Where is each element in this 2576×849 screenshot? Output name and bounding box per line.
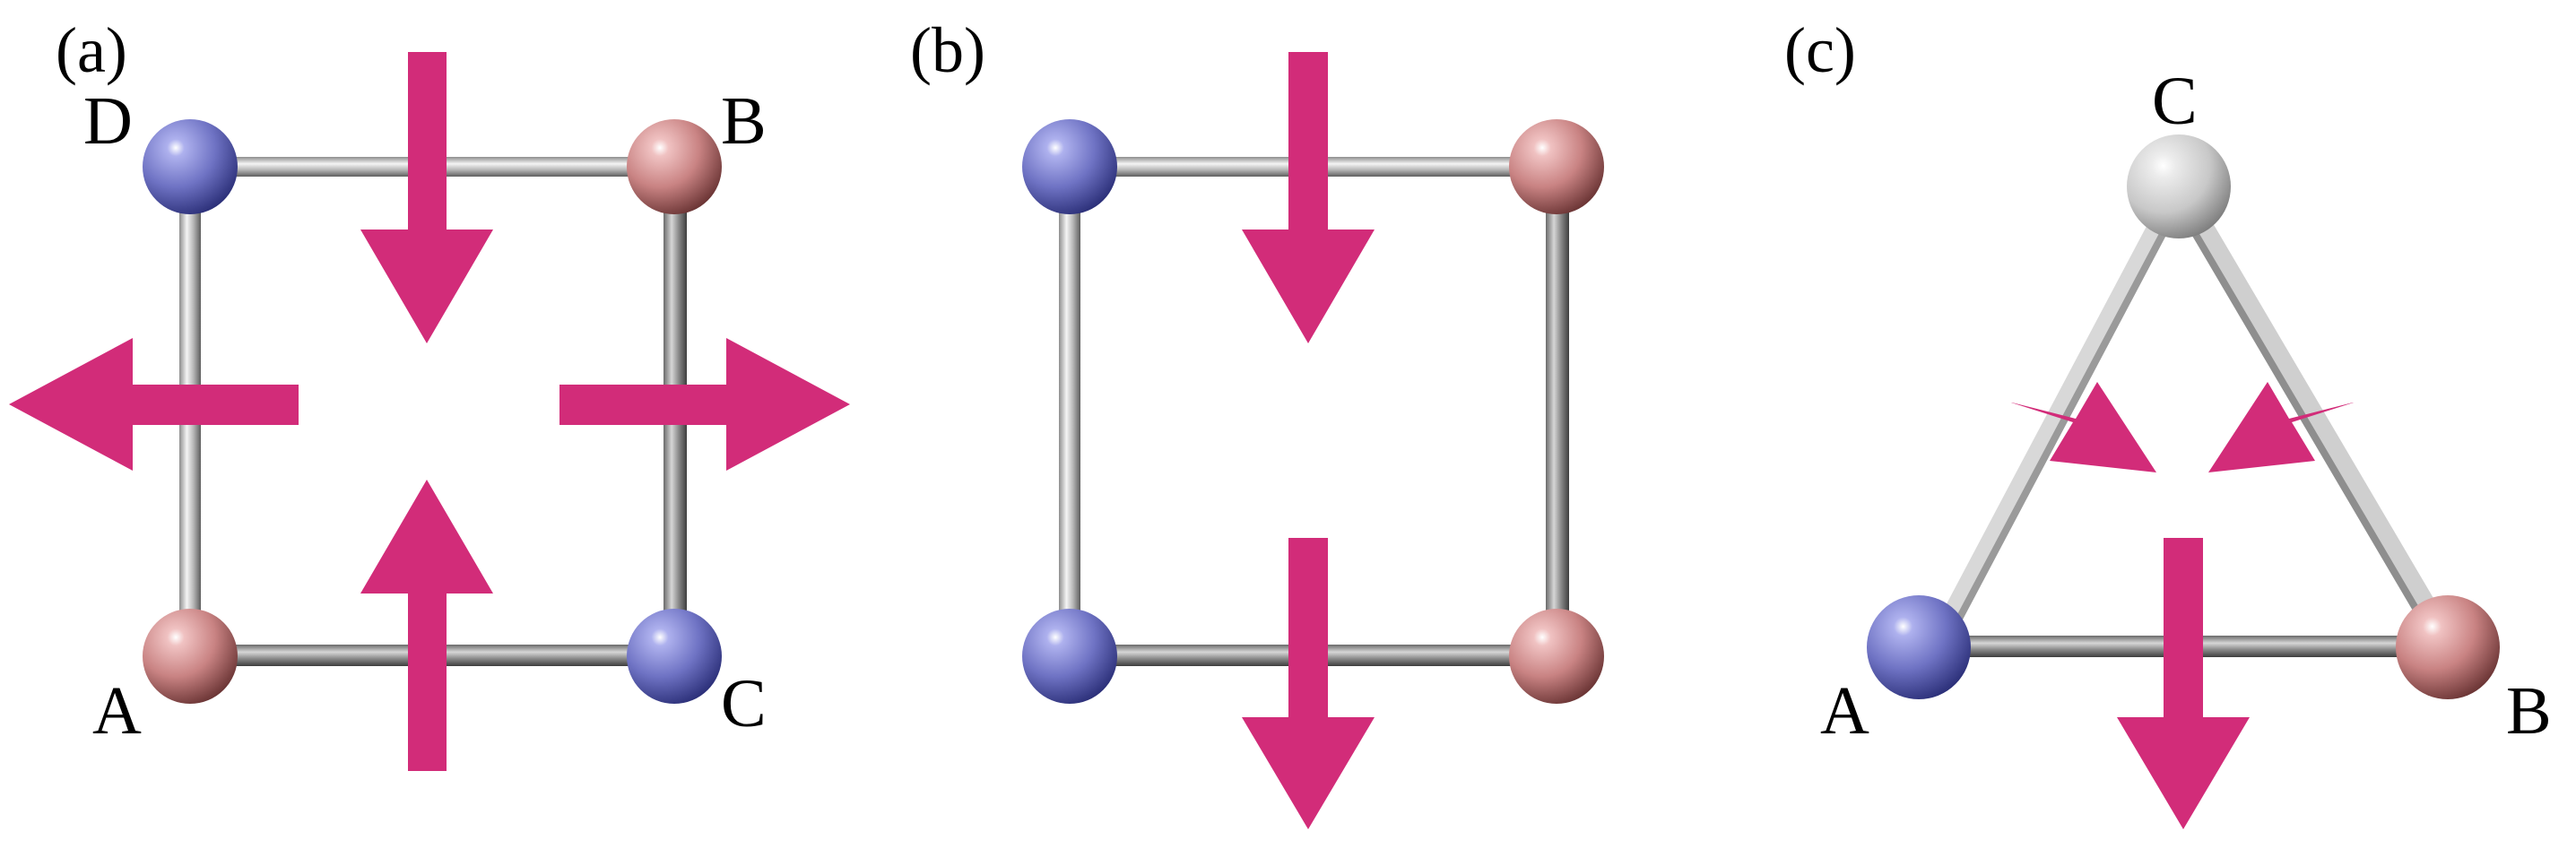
atom-a <box>143 609 238 704</box>
atom-b <box>2396 595 2500 699</box>
bond-a-c-shade <box>1939 190 2188 654</box>
arrow-right <box>559 338 850 471</box>
atom-top-left <box>1022 119 1117 214</box>
atom-label-a: A <box>1820 673 1869 749</box>
atom-b <box>627 119 722 214</box>
atom-a <box>1867 595 1971 699</box>
atom-label-c: C <box>721 666 767 741</box>
atom-bottom-left <box>1022 609 1117 704</box>
atom-label-b: B <box>2506 673 2552 749</box>
panel-b-label: (b) <box>910 14 985 86</box>
atom-top-right <box>1509 119 1604 214</box>
bond-c-b-shade <box>2168 190 2444 654</box>
arrow-left <box>9 338 299 471</box>
atom-label-c: C <box>2152 64 2198 139</box>
atom-label-a: A <box>92 673 142 749</box>
panel-a-label: (a) <box>56 14 127 86</box>
panel-a: (a) D B A C <box>9 14 850 771</box>
atom-d <box>143 119 238 214</box>
atom-bottom-right <box>1509 609 1604 704</box>
arrow-top-down <box>1242 52 1375 343</box>
arrow-bottom-up <box>360 480 493 771</box>
atom-label-b: B <box>721 83 767 159</box>
panel-c-label: (c) <box>1784 14 1856 86</box>
arrow-top-down <box>360 52 493 343</box>
arrow-upper-left <box>1990 369 2156 472</box>
panel-b: (b) <box>910 14 1604 829</box>
arrow-bottom-down <box>1242 538 1375 829</box>
atom-c <box>627 609 722 704</box>
panel-c: (c) C A B <box>1784 14 2552 829</box>
bond-right <box>1546 166 1569 654</box>
atom-c <box>2127 134 2231 238</box>
arrow-upper-right <box>2208 369 2375 472</box>
bond-c-b <box>2167 177 2459 657</box>
atom-label-d: D <box>83 83 133 159</box>
arrow-bottom-down <box>2117 538 2250 829</box>
bond-left <box>1059 166 1080 654</box>
